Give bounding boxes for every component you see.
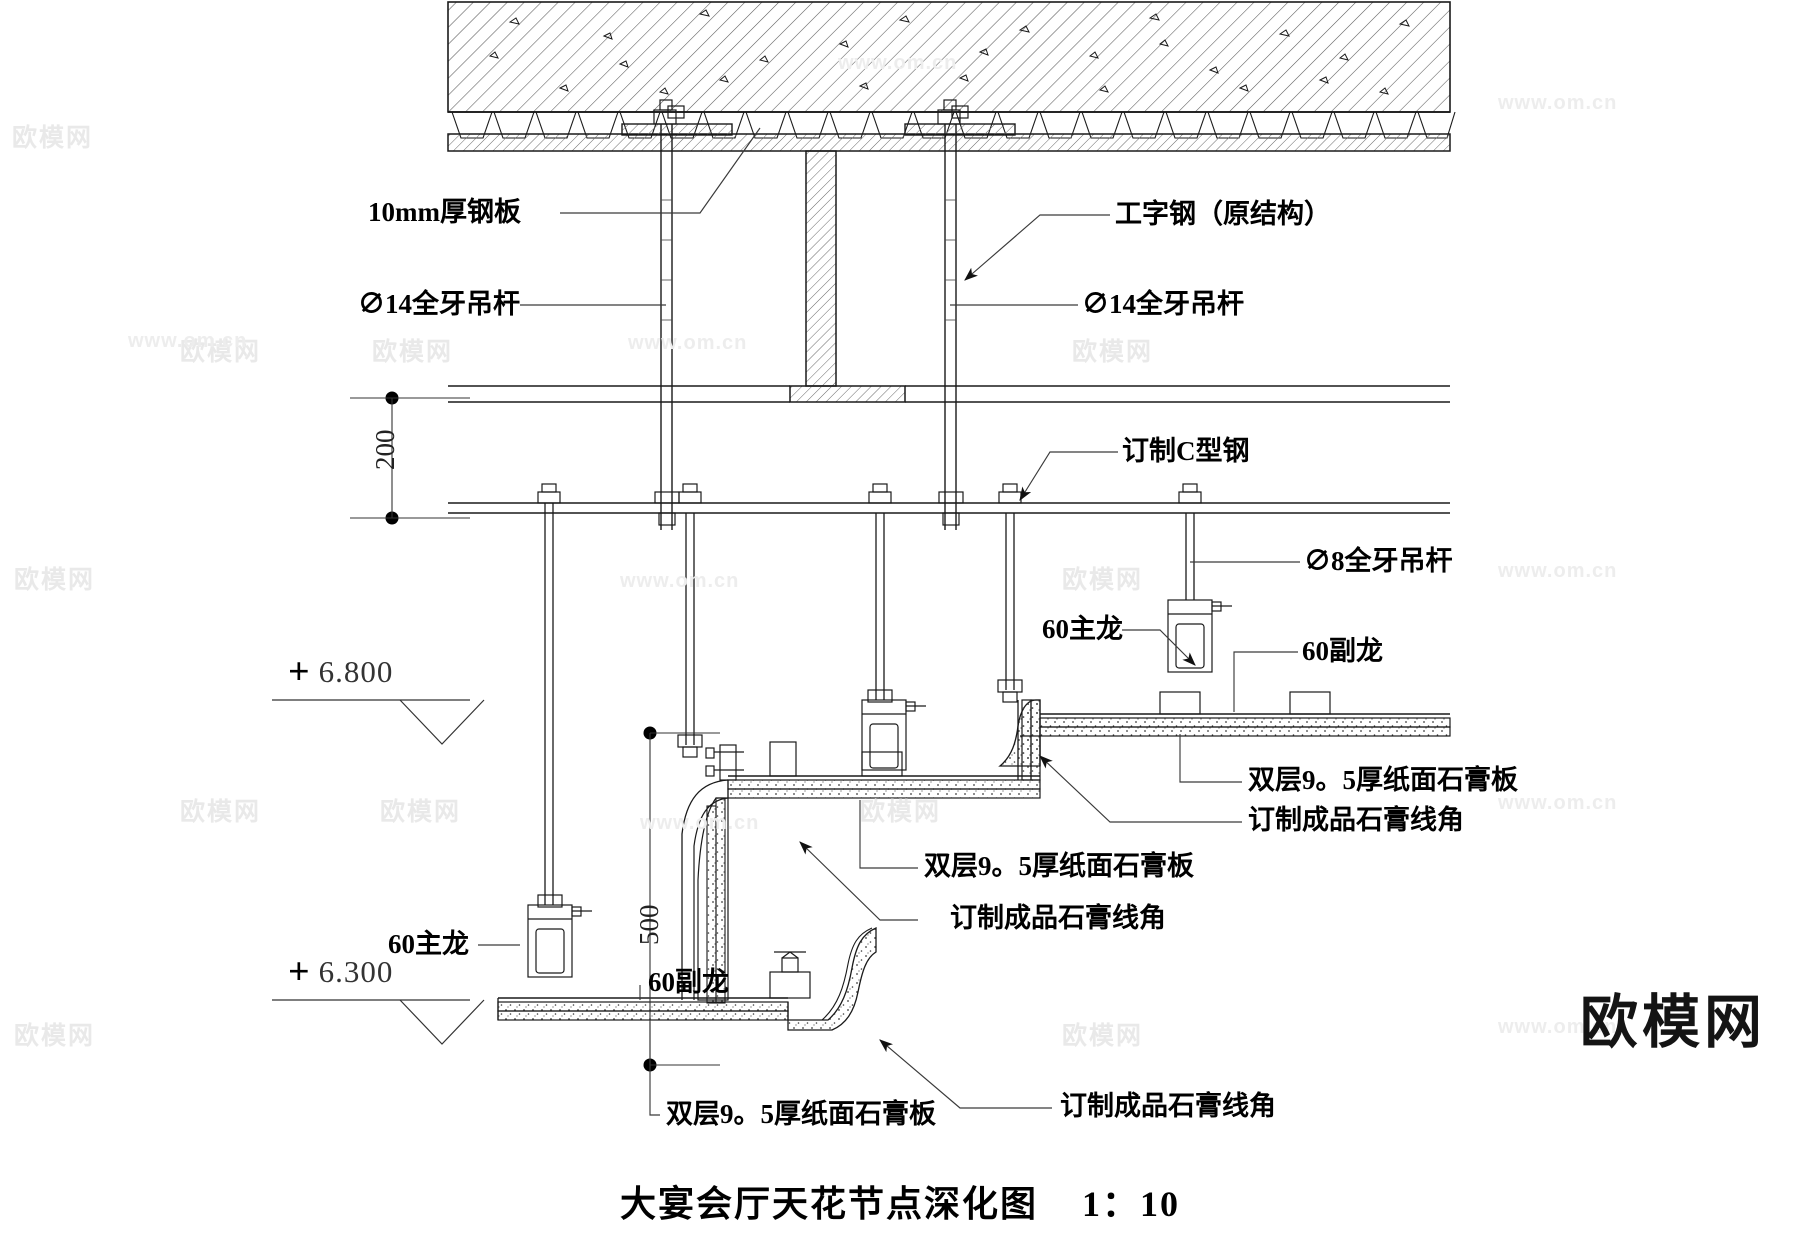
label-gypsum-mid: 双层9。5厚纸面石膏板 <box>924 851 1194 881</box>
elevation-lower: +6.300 <box>288 948 394 993</box>
label-i-beam: 工字钢（原结构） <box>1115 199 1331 229</box>
label-sub-keel-low: 60副龙 <box>648 967 729 997</box>
dimension-500: 500 <box>634 904 664 946</box>
label-rod14-left: ∅14全牙吊杆 <box>358 289 520 319</box>
label-sub-keel-right: 60副龙 <box>1302 636 1383 666</box>
label-cornice-bottom: 订制成品石膏线角 <box>1060 1091 1276 1121</box>
label-main-keel-low: 60主龙 <box>388 929 469 959</box>
label-cornice-mid: 订制成品石膏线角 <box>950 903 1166 933</box>
drawing-title-text: 大宴会厅天花节点深化图 <box>619 1184 1038 1224</box>
label-steel-plate: 10mm厚钢板 <box>368 197 521 227</box>
elevation-lower-value: 6.300 <box>318 954 394 989</box>
elevation-upper: +6.800 <box>288 648 394 693</box>
label-main-keel-top: 60主龙 <box>1042 614 1123 644</box>
label-gypsum-bottom: 双层9。5厚纸面石膏板 <box>666 1099 936 1129</box>
drawing-title: 大宴会厅天花节点深化图 1：10 <box>0 1175 1800 1227</box>
label-c-channel: 订制C型钢 <box>1122 436 1250 466</box>
label-rod14-right: ∅14全牙吊杆 <box>1082 289 1244 319</box>
label-rod8: ∅8全牙吊杆 <box>1304 546 1453 576</box>
watermark-brand: 欧模网 <box>1579 990 1766 1055</box>
elevation-upper-value: 6.800 <box>318 654 394 689</box>
elevation-plus-sign: + <box>288 651 311 693</box>
dimension-200: 200 <box>370 429 400 471</box>
label-cornice-right: 订制成品石膏线角 <box>1248 805 1464 835</box>
drawing-scale: 1：10 <box>1082 1184 1181 1224</box>
label-gypsum-right: 双层9。5厚纸面石膏板 <box>1248 765 1518 795</box>
elevation-plus-sign-lower: + <box>288 951 311 993</box>
